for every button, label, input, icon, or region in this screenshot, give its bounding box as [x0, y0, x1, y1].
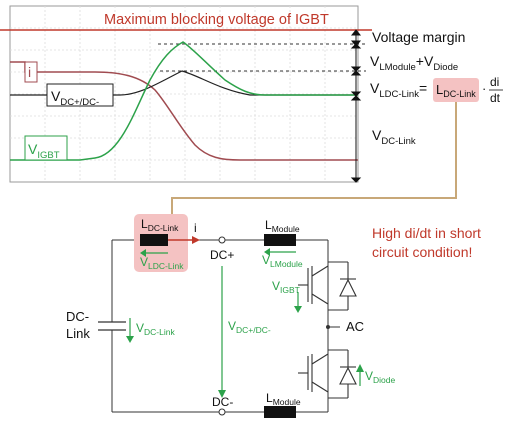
lmodule-top-sub: Module [272, 224, 300, 234]
svg-text:LModule: LModule [265, 218, 300, 234]
lower-igbt [298, 353, 329, 393]
v-igbt-arrow-head [294, 306, 302, 313]
voltage-margin-label: Voltage margin [372, 29, 465, 45]
v-diode-sub: Diode [373, 375, 395, 385]
v-dcbus-arrow-head [218, 390, 226, 398]
vdc-label-box [46, 83, 114, 107]
v-ldclink-sub: LDC-Link [148, 261, 184, 271]
dclink-capacitor [98, 321, 126, 331]
svg-text:VLDC-Link=: VLDC-Link= [370, 80, 427, 100]
upper-diode [328, 261, 357, 311]
svg-text:LDC-Link: LDC-Link [436, 82, 476, 99]
v-dclink-main: V [136, 321, 144, 335]
current-label-box [24, 61, 38, 83]
v-dclink-arrow-head [126, 336, 134, 343]
svg-text:VDC+/DC-: VDC+/DC- [51, 88, 99, 108]
svg-text:VDC-Link: VDC-Link [372, 127, 416, 147]
dcplus-node [218, 236, 226, 244]
vl-sub: LDC-Link [379, 89, 419, 100]
highlight-connector [171, 102, 457, 216]
current-arrow-head [192, 236, 200, 244]
dclink-label-2: Link [66, 326, 90, 341]
sum-v1: V [370, 53, 380, 69]
ldclink-sub: DC-Link [148, 223, 179, 233]
vigbt-label-sub: IGBT [37, 150, 59, 161]
igbt-voltage-trace [10, 41, 358, 161]
l-sub: DC-Link [443, 89, 476, 99]
svg-text:VLModule+VDiode: VLModule+VDiode [370, 53, 458, 73]
lmodule-bot-sub: Module [273, 397, 301, 407]
v-dcbus-sub: DC+/DC- [236, 325, 271, 335]
v-lmodule-main: V [262, 253, 270, 267]
vl-main: V [370, 80, 380, 96]
v-dcbus-main: V [228, 319, 236, 333]
upper-igbt [298, 265, 329, 305]
sum-v1-sub: LModule [379, 62, 415, 73]
v-diode-arrow-head [356, 364, 364, 372]
scope-title: Maximum blocking voltage of IGBT [104, 12, 329, 28]
ldclink-main: L [141, 217, 148, 231]
lower-diode [328, 349, 357, 399]
ac-node [326, 325, 330, 329]
ldclink-inductor [140, 234, 168, 246]
note-line-1: High di/dt in short [372, 225, 481, 241]
dclink-label-1: DC- [66, 309, 89, 324]
v-dclink-sub: DC-Link [144, 327, 175, 337]
lmodule-bot-main: L [266, 391, 273, 405]
svg-text:LModule: LModule [266, 391, 301, 407]
margin-annotations [350, 29, 362, 183]
ac-label: AC [346, 319, 364, 334]
oscilloscope-panel: Maximum blocking voltage of IGBT i VDC+/… [0, 5, 372, 183]
vdc-main: V [372, 127, 382, 143]
dot: · [482, 81, 486, 96]
vigbt-label-main: V [28, 141, 38, 157]
svg-text:VDC-Link: VDC-Link [136, 321, 175, 337]
dcminus-node [218, 408, 226, 416]
v-ldclink-arrow-head [140, 249, 146, 257]
current-trace [10, 61, 358, 161]
ldclink-highlight-top [433, 78, 479, 102]
vdc-label-sub: DC+/DC- [60, 97, 99, 108]
sum-v2-sub: Diode [433, 62, 458, 73]
svg-text:VIGBT: VIGBT [272, 279, 300, 295]
current-i-label: i [194, 221, 197, 235]
v-lmodule-arrow-head [264, 248, 270, 256]
v-igbt-sub: IGBT [280, 285, 300, 295]
v-diode-main: V [365, 369, 373, 383]
dc-bus-voltage-trace [10, 70, 358, 96]
svg-text:VIGBT: VIGBT [28, 141, 60, 161]
v-lmodule-sub: LModule [270, 259, 303, 269]
svg-text:VDC+/DC-: VDC+/DC- [228, 319, 271, 335]
dcplus-label: DC+ [210, 248, 234, 262]
lmodule-top-inductor [264, 234, 296, 246]
svg-text:VDiode: VDiode [365, 369, 395, 385]
frac-den: dt [490, 91, 501, 105]
sum-plus: +V [416, 53, 434, 69]
l-main: L [436, 82, 443, 97]
svg-text:LDC-Link: LDC-Link [141, 217, 179, 233]
vigbt-label-box [24, 135, 68, 161]
lmodule-bottom-inductor [264, 406, 296, 418]
vdc-label-main: V [51, 88, 61, 104]
frac-num: di [490, 75, 499, 89]
svg-text:VLDC-Link: VLDC-Link [140, 255, 184, 271]
svg-text:VLModule: VLModule [262, 253, 303, 269]
lmodule-top-main: L [265, 218, 272, 232]
v-igbt-main: V [272, 279, 280, 293]
dcminus-label: DC- [212, 395, 233, 409]
vdc-sub: DC-Link [381, 136, 416, 147]
v-ldclink-main: V [140, 255, 148, 269]
eq-sign: = [419, 80, 427, 96]
note-line-2: circuit condition! [372, 244, 472, 260]
current-label: i [28, 64, 31, 80]
